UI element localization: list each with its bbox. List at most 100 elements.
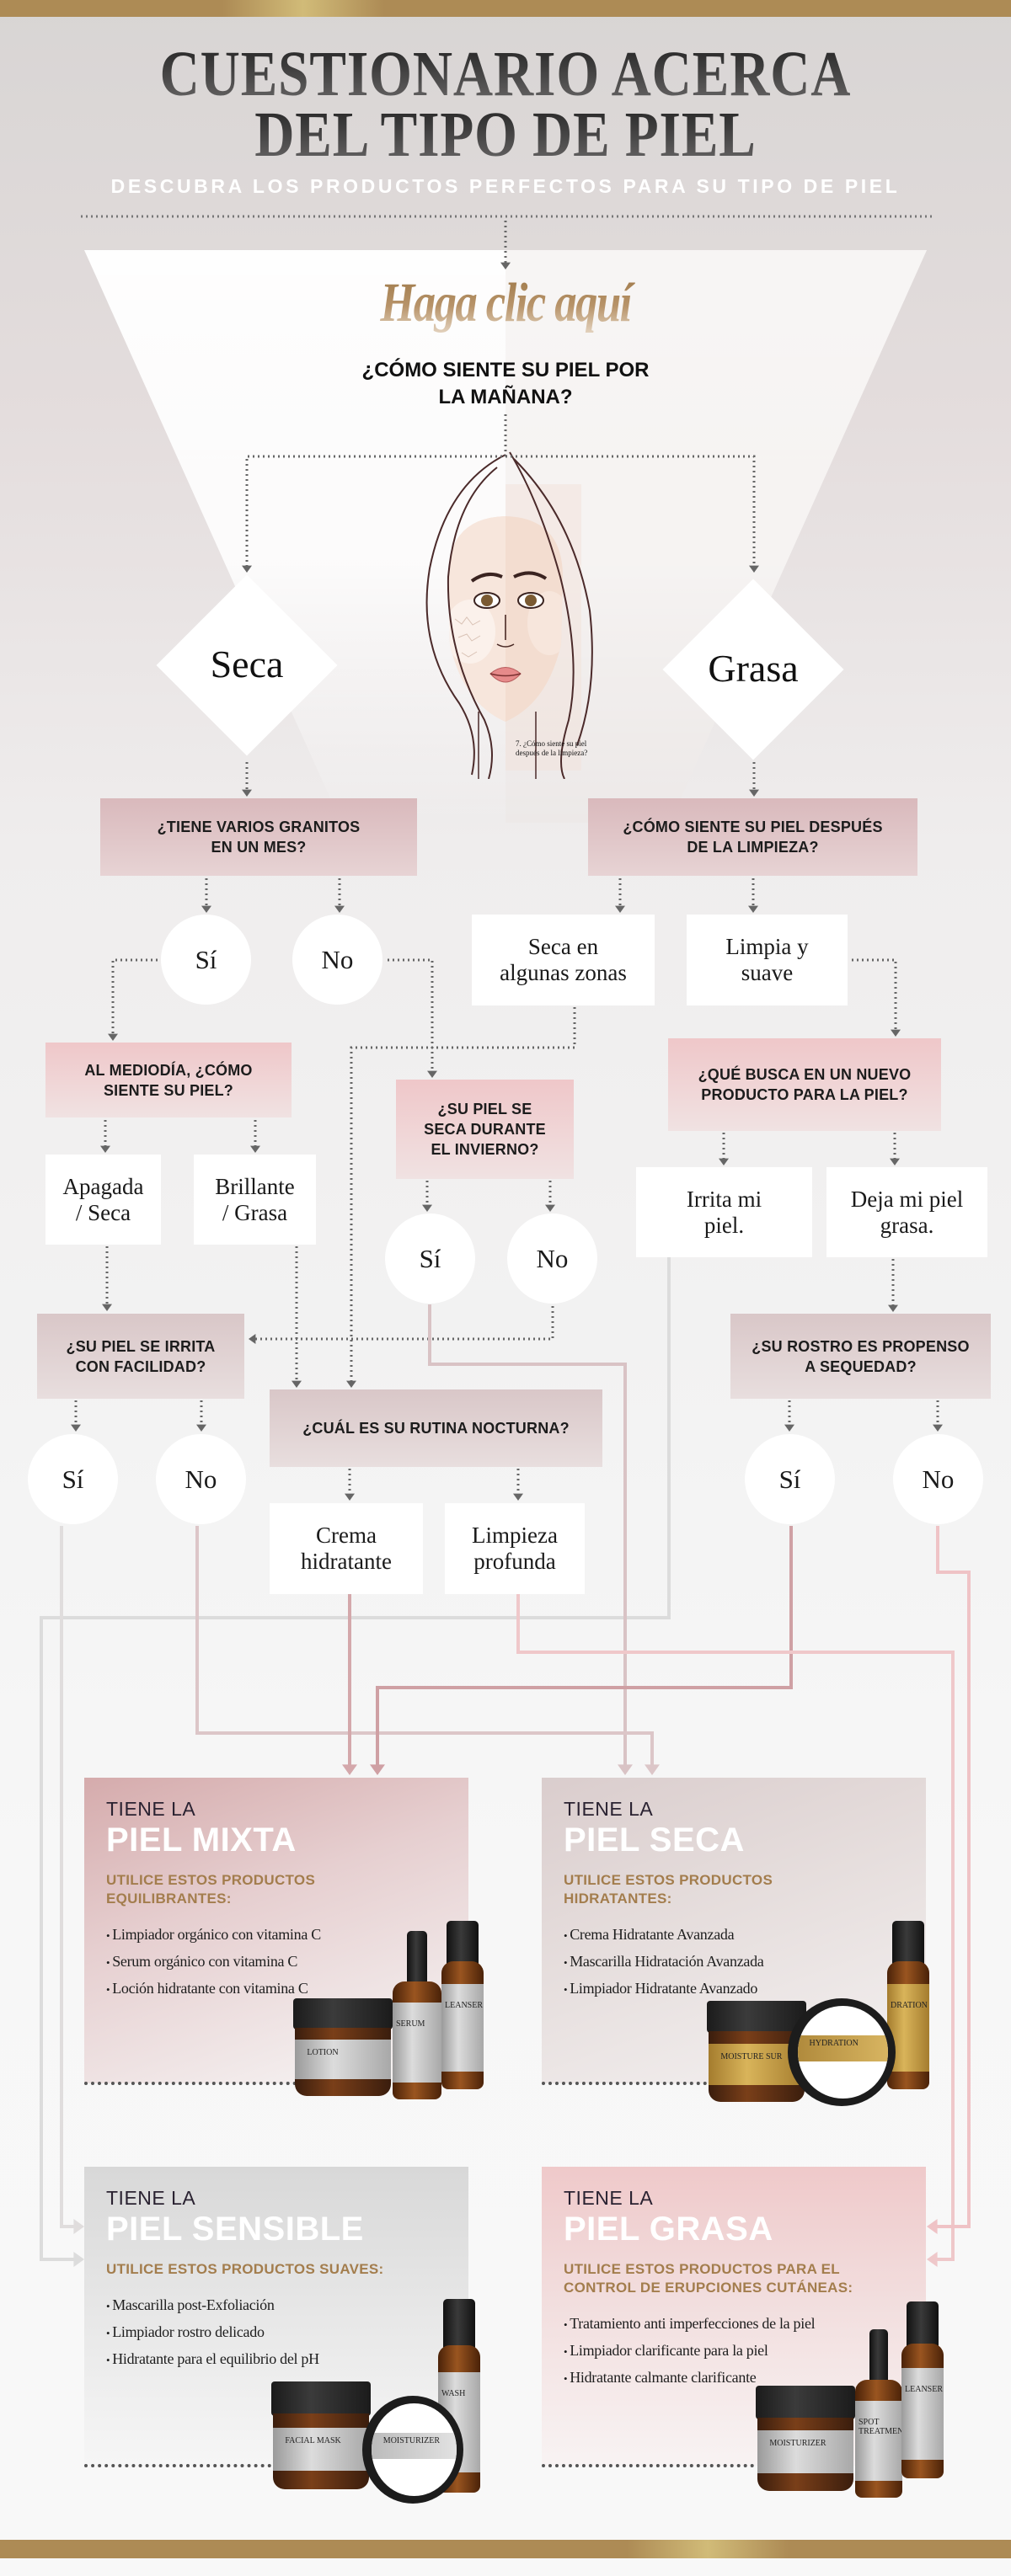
product-item: Limpiador clarificante para la piel — [564, 2338, 926, 2365]
dotted-connector — [245, 414, 507, 569]
question-irritates: ¿SU PIEL SE IRRITA CON FACILIDAD? — [37, 1314, 244, 1399]
arrow-head-icon — [784, 1424, 794, 1432]
result-pre: TIENE LA — [106, 1798, 196, 1820]
dotted-connector — [253, 1306, 554, 1341]
result-connector — [428, 1304, 627, 1767]
arrow-head-icon — [346, 1380, 356, 1388]
question-night-routine: ¿CUÁL ES SU RUTINA NOCTURNA? — [270, 1389, 602, 1467]
card-divider — [84, 2464, 271, 2467]
serum-bottle-image: SERUM — [393, 1931, 441, 2099]
arrow-head-icon — [196, 1424, 206, 1432]
result-card-oily: TIENE LA PIEL GRASA UTILICE ESTOS PRODUC… — [542, 2167, 944, 2498]
arrow-head-icon — [242, 789, 252, 797]
result-use-heading: UTILICE ESTOS PRODUCTOS EQUILIBRANTES: — [106, 1872, 316, 1907]
product-item: Crema Hidratante Avanzada — [564, 1922, 926, 1949]
irritates-yes-option[interactable]: Sí — [28, 1434, 118, 1524]
top-gold-bar — [0, 0, 1011, 17]
winter-yes-option[interactable]: Sí — [385, 1213, 475, 1304]
arrow-head-icon — [100, 1145, 110, 1153]
dryness-no-option[interactable]: No — [893, 1434, 983, 1524]
face-illustration — [425, 451, 593, 779]
result-pre: TIENE LA — [564, 1798, 654, 1820]
dry-areas-option[interactable]: Seca en algunas zonas — [472, 915, 655, 1005]
pimples-no-option[interactable]: No — [292, 915, 382, 1005]
arrow-head-icon — [891, 1029, 901, 1037]
moisturizer-jar-image: MOISTURIZER — [756, 2386, 855, 2491]
question-winter: ¿SU PIEL SE SECA DURANTE EL INVIERNO? — [396, 1080, 574, 1179]
arrow-head-icon — [345, 1493, 355, 1501]
clean-soft-option[interactable]: Limpia y suave — [687, 915, 848, 1005]
product-list: Mascarilla post-Exfoliación Limpiador ro… — [106, 2292, 468, 2373]
product-label: MOISTURIZER — [757, 2430, 853, 2473]
moisturizer-option[interactable]: Crema hidratante — [270, 1503, 423, 1594]
arrow-head-icon — [933, 1424, 943, 1432]
facial-mask-jar-image: FACIAL MASK — [271, 2381, 371, 2489]
dotted-connector — [506, 455, 756, 569]
card-divider — [84, 2082, 303, 2085]
result-connector — [60, 1526, 78, 2228]
arrow-head-icon — [927, 2252, 938, 2267]
result-connector — [376, 1526, 793, 1767]
arrow-head-icon — [249, 1334, 256, 1344]
arrow-head-icon — [719, 1158, 729, 1165]
result-skin-type: PIEL SENSIBLE — [106, 2211, 364, 2248]
result-skin-type: PIEL GRASA — [564, 2211, 773, 2248]
lotion-jar-image: LOTION — [293, 1998, 393, 2096]
hydration-cleanser-image: DRATION — [887, 1921, 929, 2089]
product-item: Serum orgánico con vitamina C — [106, 1949, 468, 1976]
arrow-head-icon — [370, 1764, 385, 1775]
winter-no-option[interactable]: No — [507, 1213, 597, 1304]
result-connector — [40, 1257, 671, 2261]
bottom-gold-bar — [0, 2540, 1011, 2558]
deep-cleansing-option[interactable]: Limpieza profunda — [445, 1503, 585, 1594]
leaves-oily-option[interactable]: Deja mi piel grasa. — [826, 1167, 987, 1257]
product-item: Mascarilla Hidratación Avanzada — [564, 1949, 926, 1976]
arrow-head-icon — [71, 1424, 81, 1432]
question-after-cleansing: ¿CÓMO SIENTE SU PIEL DESPUÉS DE LA LIMPI… — [588, 798, 917, 876]
dryness-yes-option[interactable]: Sí — [745, 1434, 835, 1524]
option-oily-label[interactable]: Grasa — [708, 647, 799, 690]
arrow-head-icon — [888, 1304, 898, 1312]
result-connector — [195, 1526, 654, 1767]
card-divider — [542, 2082, 761, 2085]
product-label: LEANSER — [901, 2368, 944, 2460]
product-item: Tratamiento anti imperfecciones de la pi… — [564, 2311, 926, 2338]
product-item: Limpiador orgánico con vitamina C — [106, 1922, 468, 1949]
dull-dry-option[interactable]: Apagada / Seca — [45, 1155, 161, 1245]
question-pimples: ¿TIENE VARIOS GRANITOS EN UN MES? — [100, 798, 417, 876]
product-label: HYDRATION — [797, 2035, 889, 2061]
moisturizer-compact-image: MOISTURIZER — [362, 2396, 463, 2504]
product-item: Limpiador Hidratante Avanzado — [564, 1976, 926, 2003]
result-pre: TIENE LA — [106, 2187, 196, 2209]
arrow-head-icon — [615, 905, 625, 913]
option-dry-label[interactable]: Seca — [210, 643, 284, 685]
product-item: Hidratante para el equilibrio del pH — [106, 2346, 468, 2373]
arrow-head-icon — [242, 565, 252, 573]
pimples-yes-option[interactable]: Sí — [161, 915, 251, 1005]
irritates-option[interactable]: Irrita mi piel. — [636, 1167, 812, 1257]
dotted-connector — [350, 1007, 576, 1384]
arrow-head-icon — [749, 565, 759, 573]
card-divider — [542, 2464, 754, 2467]
arrow-head-icon — [645, 1764, 660, 1775]
arrow-head-icon — [73, 2219, 84, 2234]
product-item: Mascarilla post-Exfoliación — [106, 2292, 468, 2319]
arrow-head-icon — [618, 1764, 633, 1775]
product-item: Limpiador rostro delicado — [106, 2319, 468, 2346]
question-prone-dryness: ¿SU ROSTRO ES PROPENSO A SEQUEDAD? — [730, 1314, 991, 1399]
arrow-head-icon — [250, 1145, 260, 1153]
product-label: SERUM — [393, 2003, 441, 2083]
page-title-line-1: CUESTIONARIO ACERCA — [71, 42, 940, 106]
irritates-no-option[interactable]: No — [156, 1434, 246, 1524]
cleanser-bottle-image: LEANSER — [441, 1921, 484, 2089]
spot-treatment-image: SPOT TREATMEN — [855, 2329, 902, 2498]
arrow-head-icon — [749, 789, 759, 797]
arrow-head-icon — [73, 2252, 84, 2267]
arrow-head-icon — [108, 1033, 118, 1041]
shiny-oily-option[interactable]: Brillante / Grasa — [194, 1155, 316, 1245]
start-quiz-link[interactable]: Haga clic aquí — [101, 271, 910, 335]
arrow-head-icon — [201, 905, 211, 913]
arrow-head-icon — [292, 1380, 302, 1388]
dotted-connector — [852, 958, 897, 1033]
